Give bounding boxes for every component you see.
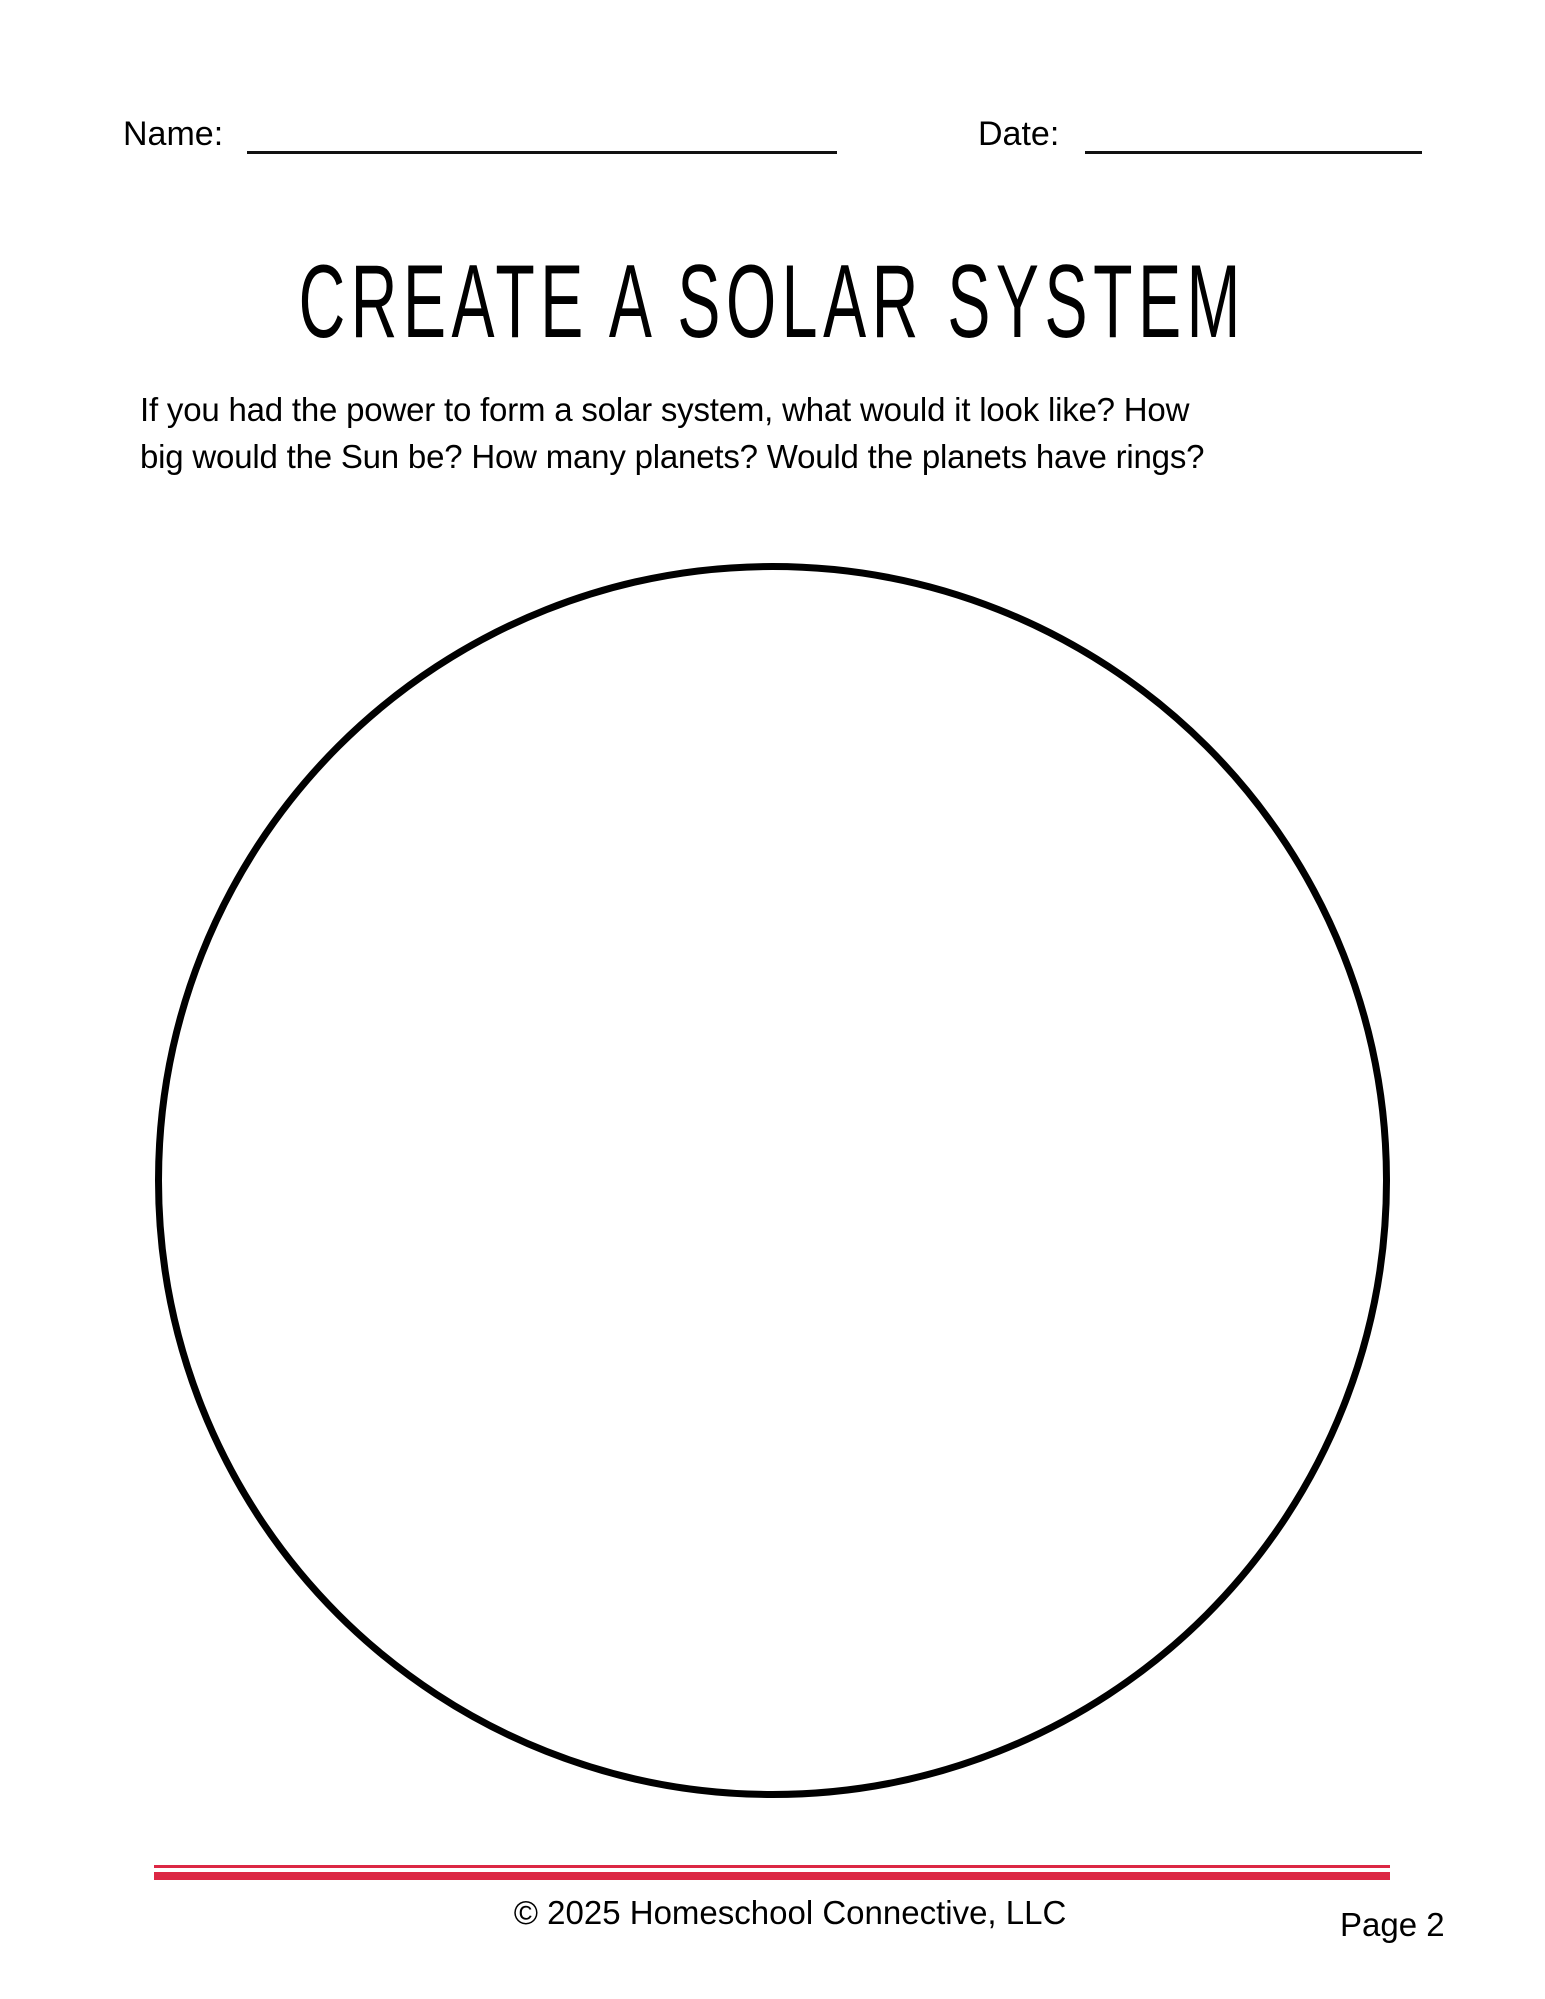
drawing-circle[interactable] <box>155 563 1390 1798</box>
copyright-text: © 2025 Homeschool Connective, LLC <box>513 1894 1067 1931</box>
name-label: Name: <box>123 115 224 153</box>
name-input-line[interactable] <box>247 151 837 154</box>
prompt-line-1: If you had the power to form a solar sys… <box>140 391 1190 428</box>
prompt-line-2: big would the Sun be? How many planets? … <box>140 438 1205 475</box>
page-title: CREATE A SOLAR SYSTEM <box>298 244 1246 360</box>
date-input-line[interactable] <box>1085 151 1422 154</box>
prompt-text: If you had the power to form a solar sys… <box>140 386 1410 480</box>
footer-rule-thick <box>154 1872 1390 1880</box>
footer-rule-thin <box>154 1865 1390 1868</box>
page-number: Page 2 <box>1340 1906 1445 1943</box>
date-label: Date: <box>978 115 1060 153</box>
